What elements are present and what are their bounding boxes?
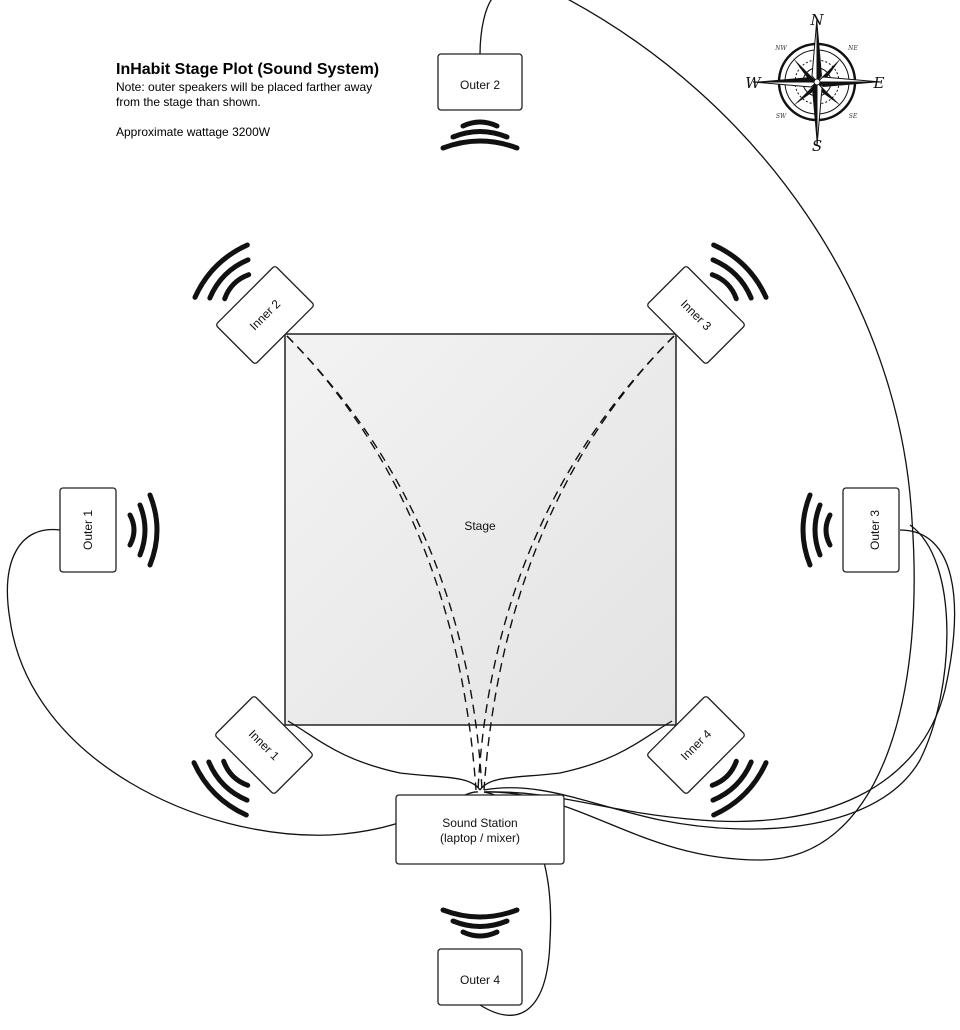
speaker-outer-2: Outer 2 [437,53,523,151]
compass-se: SE [849,113,858,120]
plot-note: Note: outer speakers will be placed fart… [116,80,373,109]
speaker-outer-3: Outer 3 [800,487,900,573]
speaker-outer-4: Outer 4 [437,907,523,1006]
sound-waves-outer-4 [440,907,520,939]
sound-waves-outer-2 [440,119,520,151]
compass-ne: NE [847,45,858,52]
sound-station: Sound Station (laptop / mixer) [395,794,565,865]
sound-station-label: Sound Station [442,816,517,830]
compass-nw: NW [774,45,787,52]
sound-station-sublabel: (laptop / mixer) [440,831,520,845]
sound-waves-outer-3 [800,492,833,568]
sound-waves-outer-1 [127,492,160,568]
compass-w: W [745,74,762,92]
speaker-label-outer-4: Outer 4 [460,973,500,987]
compass-s: S [812,137,822,155]
stage-label: Stage [464,519,496,533]
compass-n: N [809,11,824,29]
compass-rose-icon: N S E W NW NE SW SE [745,11,884,155]
sound-waves-inner-1 [191,758,251,818]
sound-waves-inner-2 [192,242,252,302]
speaker-label-outer-2: Outer 2 [460,78,500,92]
dashed-cables [286,335,675,791]
speaker-label-outer-3: Outer 3 [868,510,882,550]
speaker-inner-1: Inner 1 [191,696,313,818]
sound-waves-inner-4 [709,758,769,818]
cable-outer2 [479,0,915,861]
cable-inner4 [479,720,673,791]
speaker-inner-2: Inner 2 [192,242,314,364]
cable-outer3 [483,529,956,823]
compass-e: E [873,74,885,92]
sound-waves-inner-3 [709,242,769,302]
speaker-label-outer-1: Outer 1 [81,510,95,550]
compass-sw: SW [776,113,787,120]
plot-title: InHabit Stage Plot (Sound System) [116,61,380,78]
cable-inner1 [287,720,481,791]
speaker-outer-1: Outer 1 [59,487,160,573]
wattage-note: Approximate wattage 3200W [116,125,271,139]
cable-outer3-b [483,524,948,830]
stage: Stage [284,333,677,726]
speaker-inner-4: Inner 4 [647,696,769,818]
solid-cables [6,0,956,1016]
speaker-inner-3: Inner 3 [647,242,769,364]
